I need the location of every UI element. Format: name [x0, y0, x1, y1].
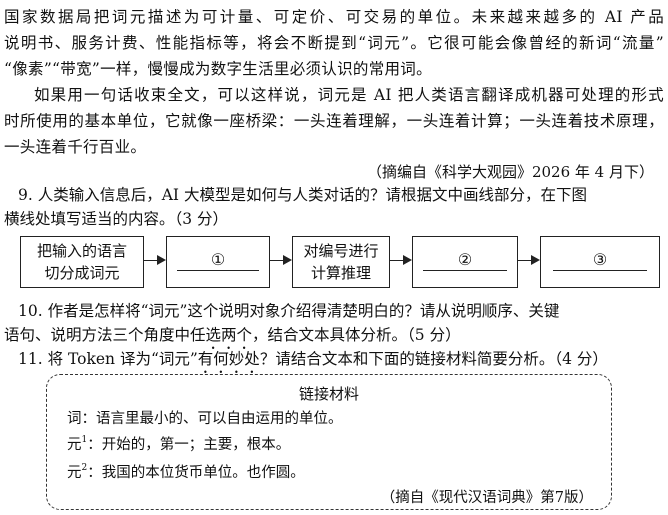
- flow-box-split: 把输入的语言 切分成词元: [20, 236, 144, 288]
- link-entry-ci: 词：语言里最小的、可以自由运用的单位。: [67, 411, 343, 427]
- yuan-2-body: ：我国的本位货币单位。也作圆。: [87, 465, 305, 481]
- flow-arrow-2: [270, 255, 292, 265]
- flow-arrow-1: [144, 255, 166, 265]
- yuan-1-body: ：开始的，第一；主要，根本。: [87, 437, 291, 453]
- yuan-2-head: 元: [67, 465, 82, 481]
- flow-arrow-3: [390, 255, 412, 265]
- flow-box-blank-3: ③: [540, 236, 660, 288]
- q11-pre: 11. 将 Token 译为“词元”: [18, 350, 198, 368]
- passage-line-3: “像素”“带宽”一样，慢慢成为数字生活里必须认识的常用词。: [4, 60, 432, 78]
- flow-arrow-4: [518, 255, 540, 265]
- flow-box-compute-line-2: 计算推理: [310, 264, 371, 282]
- link-entry-yuan-2: 元2：我国的本位货币单位。也作圆。: [67, 461, 305, 482]
- q9-line-2: 横线处填写适当的内容。（3 分）: [4, 210, 229, 228]
- link-material-title: 链接材料: [298, 385, 359, 403]
- passage-line-4: 如果用一句话收束全文，可以这样说，词元是 AI 把人类语言翻译成机器可处理的形式: [34, 86, 664, 104]
- flow-box-blank-1: ①: [166, 236, 270, 288]
- passage-line-1: 国家数据局把词元描述为可计量、可定价、可交易的单位。未来越来越多的 AI 产品: [4, 8, 664, 26]
- yuan-2-sup: 2: [81, 463, 88, 473]
- flow-box-split-line-1: 把输入的语言: [36, 242, 127, 260]
- q11-emphasis: 有何妙处: [197, 350, 260, 368]
- q10-line-2-post: ，结合文本具体分析。（5 分）: [252, 326, 461, 344]
- yuan-1-sup: 1: [81, 435, 88, 445]
- q10-emphasis: 选两个: [205, 326, 253, 344]
- q11-line: 11. 将 Token 译为“词元”有何妙处？请结合文本和下面的链接材料简要分析…: [18, 348, 664, 377]
- flow-box-compute: 对编号进行 计算推理: [292, 236, 390, 288]
- flow-box-blank-2: ②: [412, 236, 518, 288]
- q10-line-2-pre: 语句、说明方法三个角度中任: [4, 326, 206, 344]
- link-entry-yuan-1: 元1：开始的，第一；主要，根本。: [67, 433, 290, 454]
- yuan-1-head: 元: [67, 437, 82, 453]
- link-material-box: 链接材料 词：语言里最小的、可以自由运用的单位。 元1：开始的，第一；主要，根本…: [46, 374, 612, 510]
- flow-diagram: 把输入的语言 切分成词元 ① 对编号进行 计算推理 ② ③: [20, 236, 660, 294]
- passage-line-6: 一头连着千行百业。: [4, 138, 147, 156]
- flow-blank-2[interactable]: ②: [423, 250, 507, 271]
- passage-line-2: 说明书、服务计费、性能指标等，将会不断提到“词元”。它很可能会像曾经的新词“流量…: [4, 34, 664, 52]
- link-material-source: （摘自《现代汉语词典》第7版）: [380, 490, 593, 506]
- flow-blank-3[interactable]: ③: [552, 250, 648, 271]
- q11-post: ？请结合文本和下面的链接材料简要分析。（4 分）: [259, 350, 608, 368]
- q10-line-2: 语句、说明方法三个角度中任选两个，结合文本具体分析。（5 分）: [4, 324, 650, 353]
- flow-blank-1[interactable]: ①: [177, 250, 259, 271]
- flow-box-split-line-2: 切分成词元: [44, 264, 120, 282]
- q10-line-1: 10. 作者是怎样将“词元”这个说明对象介绍得清楚明白的？请从说明顺序、关键: [18, 302, 560, 320]
- q9-line-1: 9. 人类输入信息后，AI 大模型是如何与人类对话的？请根据文中画线部分，在下图: [18, 186, 587, 204]
- passage-line-5: 时所使用的基本单位，它就像一座桥梁：一头连着理解，一头连着计算；一头连着技术原理…: [4, 112, 664, 130]
- passage-source: （摘编自《科学大观园》2026 年 4 月下）: [366, 163, 654, 181]
- flow-box-compute-line-1: 对编号进行: [303, 242, 379, 260]
